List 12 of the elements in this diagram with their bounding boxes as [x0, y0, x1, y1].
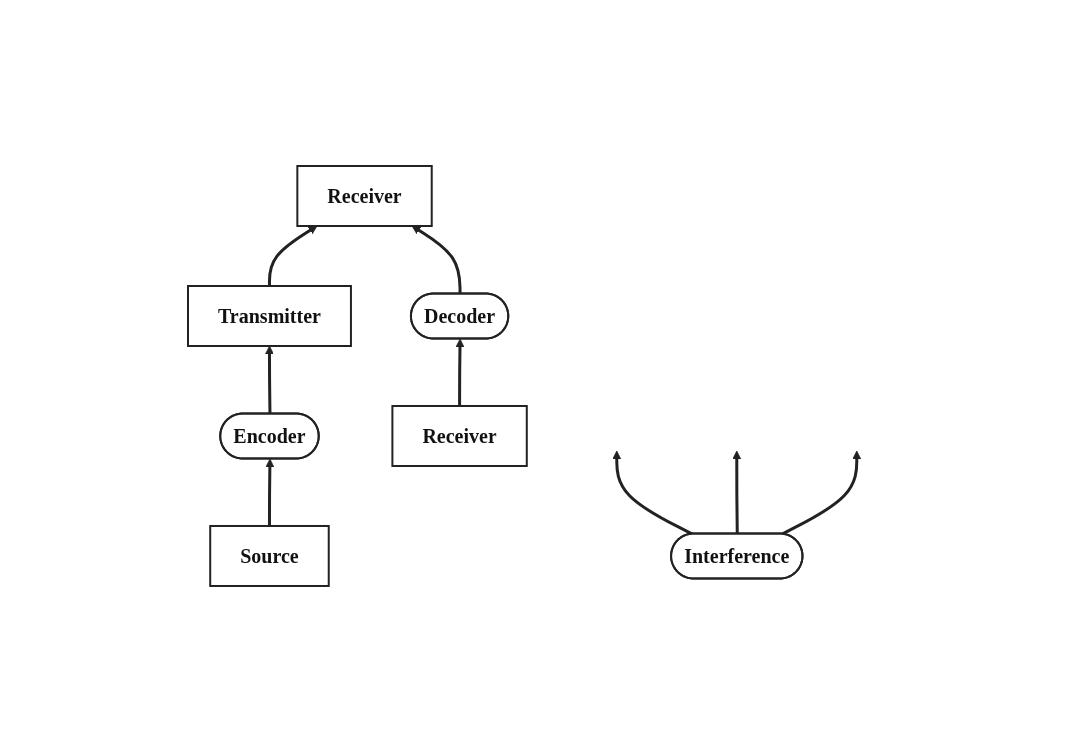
node-box: Receiver [296, 164, 433, 227]
node-box: Receiver [391, 404, 528, 467]
arrow [612, 450, 694, 535]
arrow [268, 225, 318, 286]
arrow [265, 345, 274, 414]
arrow [732, 450, 742, 534]
arrow [455, 338, 465, 406]
node-box: Source [209, 524, 330, 587]
arrow [781, 450, 862, 535]
arrow [265, 458, 275, 526]
node-box: Transmitter [187, 284, 353, 347]
arrow [411, 225, 462, 294]
